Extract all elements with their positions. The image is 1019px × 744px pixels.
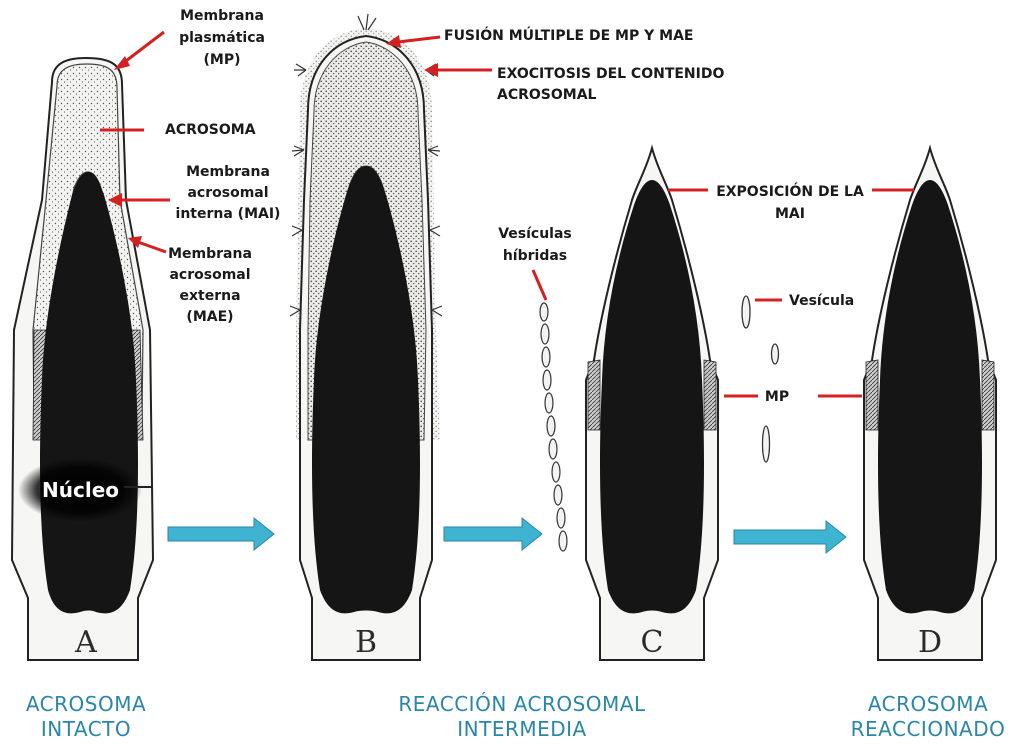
nucleus-label: Núcleo (42, 478, 119, 502)
label-acrosoma: ACROSOMA (165, 122, 256, 138)
label-vesiculas-2: híbridas (503, 248, 567, 264)
label-exposicion-1: EXPOSICIÓN DE LA (716, 182, 864, 200)
label-mae-4: (MAE) (186, 309, 233, 325)
label-mai-2: acrosomal (187, 185, 268, 201)
panel-letter-b: B (355, 625, 377, 660)
arrow-c-to-d (734, 521, 846, 553)
label-vesicula: Vesícula (789, 293, 854, 309)
nucleus-d (878, 180, 982, 613)
stage-intacto-2: INTACTO (41, 717, 131, 741)
label-mai-1: Membrana (186, 164, 270, 180)
nucleus-c (600, 180, 704, 613)
panel-d-cell (864, 148, 996, 660)
label-exposicion-2: MAI (775, 206, 805, 222)
hybrid-vesicles (540, 303, 567, 551)
label-mp: MP (765, 389, 789, 405)
label-mae-1: Membrana (168, 246, 252, 262)
pointer-mp-a (114, 32, 164, 70)
arrow-b-to-c (444, 518, 542, 550)
panel-b-cell (290, 14, 442, 660)
stage-reaccionado-2: REACCIONADO (851, 717, 1006, 741)
pointer-vesiculas (533, 270, 546, 300)
panel-letter-c: C (641, 625, 664, 660)
panel-letter-a: A (74, 625, 97, 660)
stage-intacto-1: ACROSOMA (26, 692, 146, 716)
label-exocitosis-1: EXOCITOSIS DEL CONTENIDO (497, 66, 724, 82)
label-mai-3: interna (MAI) (176, 206, 281, 222)
pointer-exocitosis (424, 63, 492, 77)
label-exocitosis-2: ACROSOMAL (497, 87, 597, 103)
stage-intermedia-1: REACCIÓN ACROSOMAL (398, 692, 646, 716)
stage-intermedia-2: INTERMEDIA (457, 717, 586, 741)
panel-letter-d: D (918, 625, 942, 660)
label-membrana-plasmatica-1: Membrana (180, 8, 264, 24)
free-vesicles (742, 296, 779, 462)
label-mae-2: acrosomal (169, 267, 250, 283)
label-vesiculas-1: Vesículas (498, 226, 572, 242)
label-fusion: FUSIÓN MÚLTIPLE DE MP Y MAE (444, 26, 693, 44)
label-membrana-plasmatica-2: plasmática (179, 30, 265, 46)
panel-a-cell (12, 58, 153, 660)
panel-c-cell (586, 148, 718, 660)
arrow-a-to-b (168, 518, 274, 550)
stage-reaccionado-1: ACROSOMA (868, 692, 988, 716)
label-membrana-plasmatica-3: (MP) (204, 52, 241, 68)
label-mae-3: externa (179, 288, 240, 304)
